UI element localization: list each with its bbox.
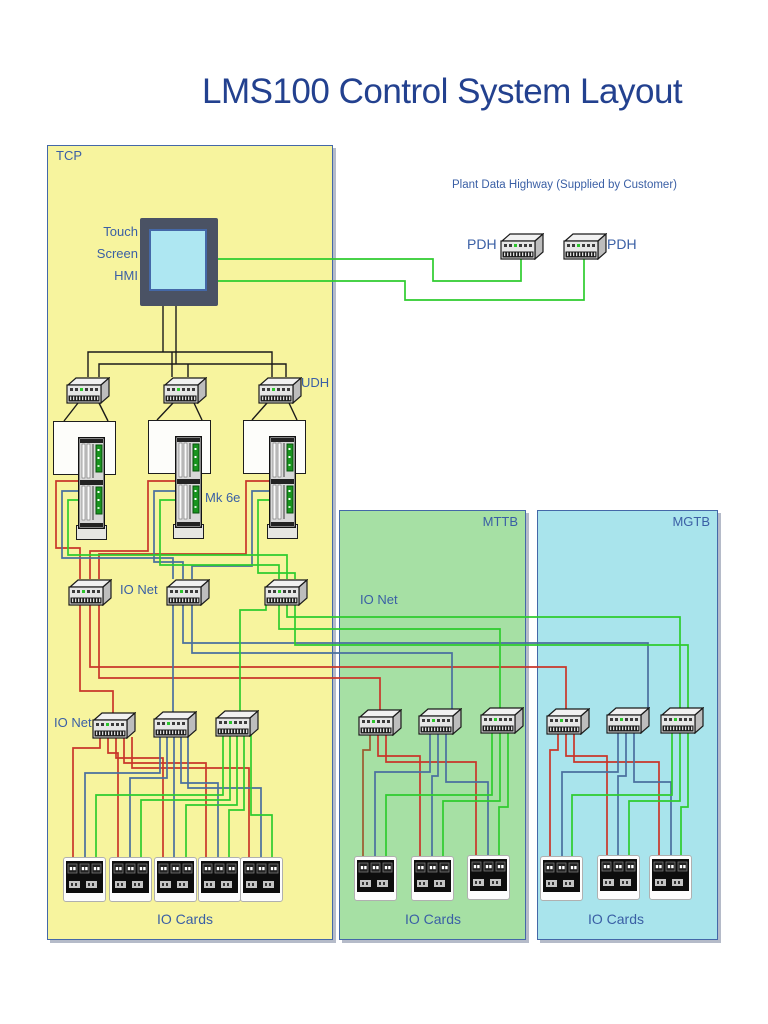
- wire-red-37: [131, 737, 250, 858]
- plant-data-highway-note: Plant Data Highway (Supplied by Customer…: [452, 179, 677, 191]
- wire-blue-19: [191, 490, 269, 579]
- tcp-label: TCP: [56, 148, 82, 163]
- wire-green-44: [140, 735, 231, 858]
- mk6e-label: Mk 6e: [205, 490, 241, 505]
- hmi-label-line2: Screen: [96, 246, 138, 261]
- wire-brown-48: [362, 733, 371, 857]
- mttb-label: MTTB: [482, 514, 518, 529]
- wire-black-9: [98, 402, 109, 422]
- io-cards-mttb-label: IO Cards: [404, 911, 461, 927]
- wire-green-55: [442, 732, 501, 857]
- wire-blue-51: [374, 733, 431, 857]
- wire-red-16: [98, 480, 269, 579]
- wire-green-0: [218, 254, 522, 282]
- pdh-label-right: PDH: [607, 236, 637, 252]
- hmi-monitor: [140, 218, 218, 306]
- wire-blue-41: [180, 736, 219, 858]
- wire-green-32: [239, 604, 267, 713]
- wire-green-47: [250, 735, 273, 858]
- wire-green-20: [67, 499, 288, 579]
- pdh-label-left: PDH: [467, 236, 497, 252]
- wire-blue-39: [129, 736, 168, 858]
- wire-red-24: [89, 604, 567, 711]
- wire-red-59: [573, 733, 660, 857]
- wire-blue-61: [617, 732, 627, 857]
- hmi-screen: [149, 229, 207, 291]
- wire-red-23: [79, 604, 114, 714]
- wire-blue-60: [561, 732, 619, 857]
- wire-red-35: [115, 737, 164, 858]
- wire-black-8: [63, 402, 79, 422]
- wire-green-46: [228, 735, 245, 858]
- io-net-row1-label: IO Net: [120, 582, 158, 597]
- wire-blue-17: [61, 490, 174, 579]
- wire-blue-18: [153, 490, 184, 579]
- hmi-label-line1: Touch: [103, 224, 138, 239]
- wire-blue-27: [182, 604, 649, 710]
- wire-green-31: [294, 604, 689, 710]
- wire-blue-28: [191, 604, 453, 711]
- wire-red-15: [89, 480, 175, 579]
- wire-red-57: [549, 733, 559, 857]
- io-cards-mgtb-label: IO Cards: [587, 911, 644, 927]
- wire-green-21: [159, 499, 280, 579]
- wire-red-33: [72, 737, 101, 858]
- wire-red-49: [377, 733, 421, 857]
- wire-red-36: [123, 737, 207, 858]
- io-net-mttb-label: IO Net: [360, 592, 398, 607]
- page-title: LMS100 Control System Layout: [202, 72, 683, 111]
- wire-black-6: [98, 363, 287, 377]
- wire-blue-62: [633, 732, 672, 857]
- wire-red-58: [565, 733, 608, 857]
- wire-black-12: [251, 402, 268, 421]
- wire-green-43: [95, 735, 224, 858]
- wire-green-56: [498, 732, 509, 857]
- wire-green-30: [278, 604, 501, 710]
- wire-black-13: [288, 402, 298, 421]
- hmi-label-line3: HMI: [114, 268, 138, 283]
- wire-blue-52: [431, 733, 439, 857]
- wire-green-63: [571, 732, 673, 857]
- wire-blue-53: [445, 733, 489, 857]
- io-cards-tcp-label: IO Cards: [156, 911, 213, 927]
- wire-green-64: [628, 732, 681, 857]
- wire-green-1: [218, 254, 585, 301]
- wire-green-45: [185, 735, 238, 858]
- udh-label: UDH: [301, 375, 330, 390]
- wire-red-34: [107, 737, 119, 858]
- io-net-row2-label: IO Net: [54, 715, 92, 730]
- wire-red-50: [385, 733, 477, 857]
- wire-blue-42: [187, 736, 262, 858]
- wire-green-22: [257, 499, 296, 579]
- wire-green-65: [680, 732, 689, 857]
- wire-green-29: [286, 604, 681, 710]
- mgtb-label: MGTB: [672, 514, 710, 529]
- wire-black-10: [156, 402, 174, 421]
- wire-green-54: [385, 732, 493, 857]
- wire-blue-38: [84, 736, 161, 858]
- wire-black-11: [193, 402, 203, 421]
